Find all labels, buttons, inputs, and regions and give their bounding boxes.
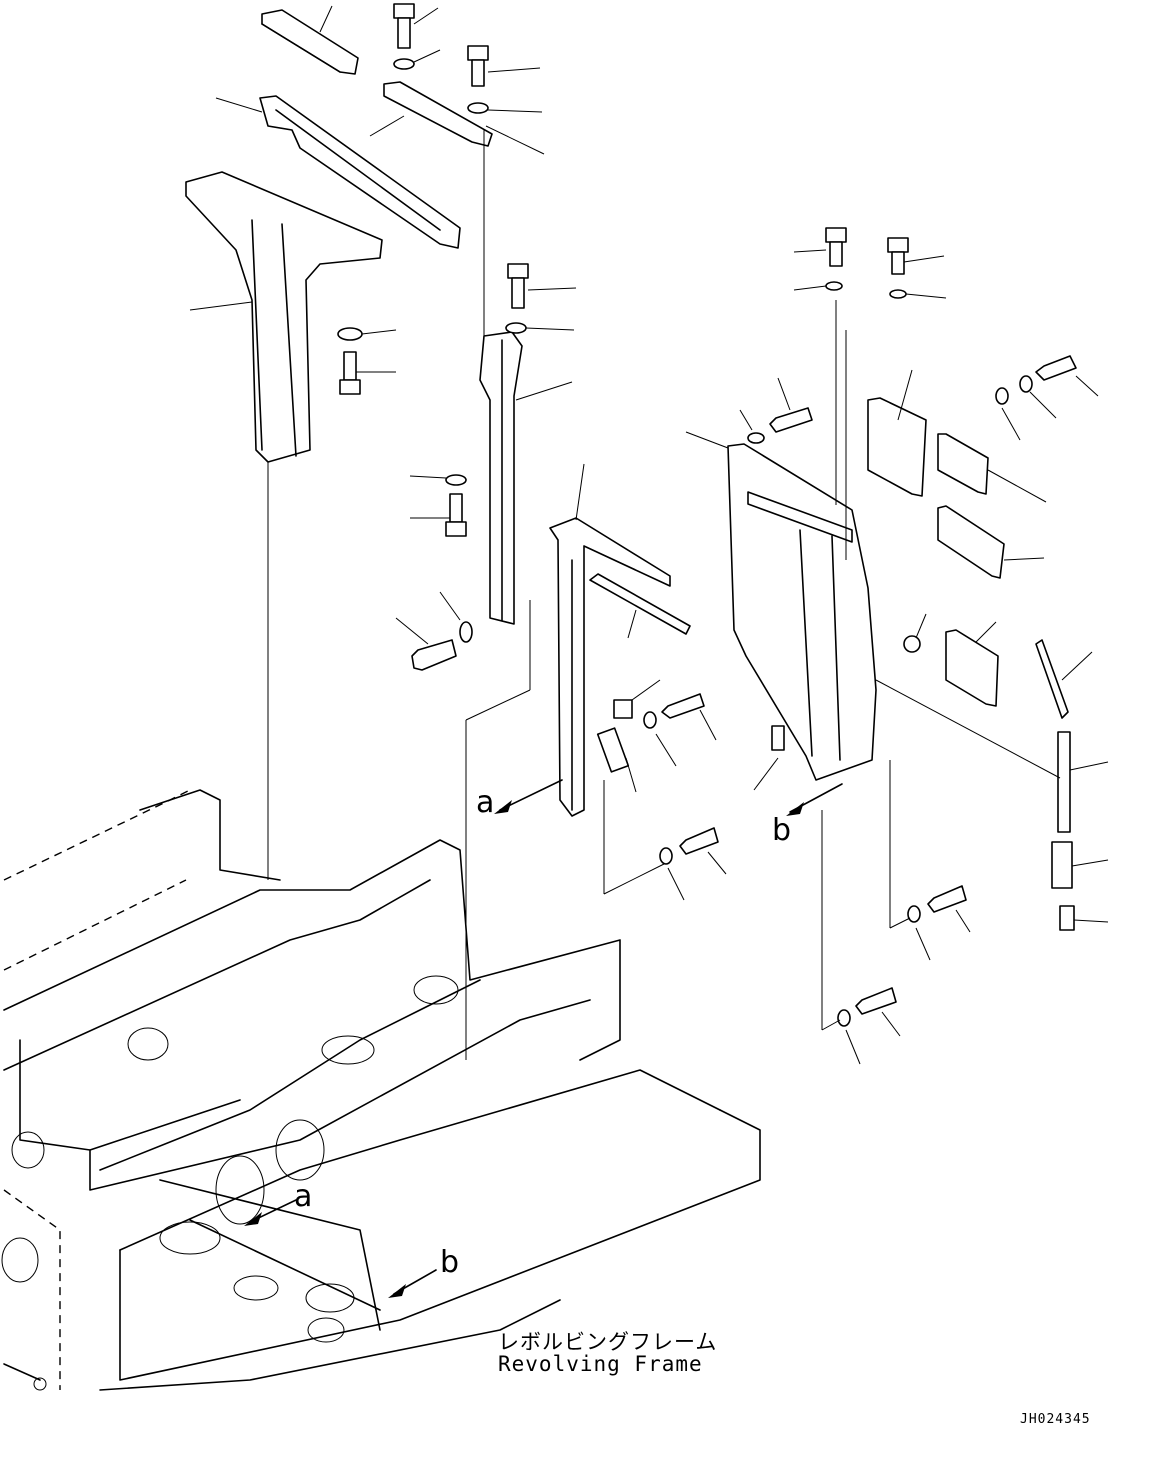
bolt-group-right [739, 227, 947, 444]
arrow-label-b-lower: b [440, 1245, 459, 1280]
revolving-frame [1, 789, 761, 1391]
vertical-post [479, 130, 577, 625]
bolt-group-left [337, 327, 397, 395]
caption-english: Revolving Frame [498, 1352, 703, 1376]
right-pads [753, 355, 1109, 931]
bolt-group-lower-left [395, 474, 473, 671]
middle-bracket-plate [369, 81, 493, 147]
arrow-b-upper: b [772, 783, 843, 848]
bolt-group-lower [603, 760, 971, 1065]
arrow-a-lower: a [244, 1179, 312, 1226]
left-t-column [185, 171, 383, 880]
center-frame [549, 463, 717, 817]
arrow-label-b-upper: b [772, 813, 791, 848]
top-bracket-small [261, 5, 359, 75]
bolt-group-top [393, 3, 545, 155]
drawing-code: JH024345 [1020, 1412, 1091, 1427]
upper-long-bracket [215, 95, 461, 249]
right-panel [685, 300, 877, 781]
arrow-label-a-lower: a [294, 1179, 312, 1214]
arrow-label-a-upper: a [476, 785, 494, 820]
caption-japanese: レボルビングフレーム [498, 1330, 718, 1354]
arrow-a-upper: a [476, 779, 563, 820]
arrow-b-lower: b [388, 1245, 459, 1298]
